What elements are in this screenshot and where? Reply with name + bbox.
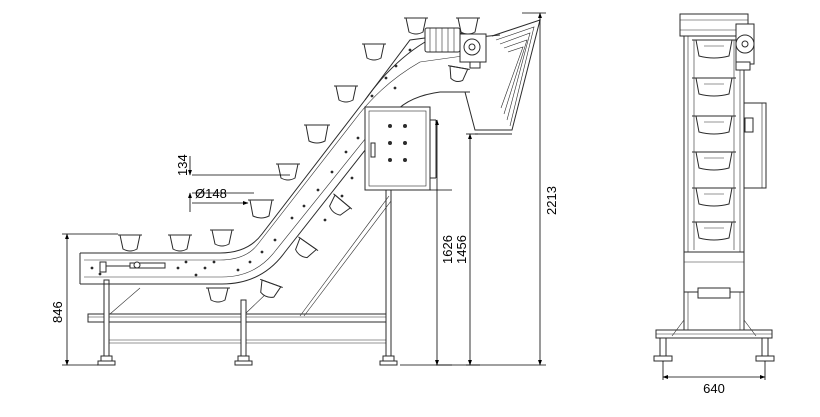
bolt-hole <box>370 94 374 98</box>
dimension-2213: 2213 <box>400 12 559 366</box>
base-frame <box>87 287 389 323</box>
bucket-cups <box>118 17 480 303</box>
bolt-hole <box>248 260 252 264</box>
front-cup <box>692 221 736 241</box>
bolt-hole <box>323 218 327 222</box>
bolt-hole <box>273 238 277 242</box>
bolt-holes <box>90 48 412 277</box>
discharge-chute <box>464 19 541 135</box>
label-2213: 2213 <box>544 186 559 215</box>
bucket-cup <box>295 236 319 259</box>
bolt-hole <box>212 260 216 264</box>
bolt-hole <box>236 268 240 272</box>
bolt-hole <box>340 194 344 198</box>
support-legs <box>97 189 398 366</box>
front-cup <box>692 115 736 135</box>
label-1456: 1456 <box>454 235 469 264</box>
label-1626: 1626 <box>440 235 455 264</box>
bolt-hole <box>344 150 348 154</box>
dimension-1456: 1456 <box>454 133 480 366</box>
front-cup <box>692 187 736 207</box>
front-cups <box>692 39 736 241</box>
bucket-cup <box>259 278 283 298</box>
bucket-cup <box>362 43 386 61</box>
bolt-hole <box>302 204 306 208</box>
label-846: 846 <box>50 301 65 323</box>
control-box <box>364 106 437 191</box>
bucket-cup <box>304 124 330 144</box>
front-view: 640 <box>653 13 775 396</box>
bolt-hole <box>90 266 94 270</box>
bolt-hole <box>176 266 180 270</box>
front-hopper <box>683 251 745 299</box>
front-cup <box>692 151 736 171</box>
bolt-hole <box>394 64 398 68</box>
dimension-diameter-148: Ø148 <box>192 186 249 205</box>
bucket-cup <box>329 193 353 216</box>
dimension-134: 134 <box>175 154 290 212</box>
bucket-cup <box>118 234 142 252</box>
dimension-640: 640 <box>662 361 766 396</box>
bucket-cup <box>447 65 470 82</box>
bolt-hole <box>356 136 360 140</box>
bolt-hole <box>203 266 207 270</box>
bucket-cup <box>404 17 428 35</box>
front-control-box <box>743 102 767 189</box>
drive-motor <box>424 27 487 69</box>
bolt-hole <box>194 273 198 277</box>
front-base <box>653 319 775 362</box>
bolt-hole <box>384 76 388 80</box>
front-cup <box>692 77 736 97</box>
label-134: 134 <box>175 154 190 176</box>
bolt-hole <box>408 48 412 52</box>
bolt-hole <box>350 176 354 180</box>
front-motor <box>735 23 755 71</box>
dimension-1626: 1626 <box>430 119 455 366</box>
bolt-hole <box>98 272 102 276</box>
bucket-cup <box>248 199 274 219</box>
bolt-hole <box>393 86 397 90</box>
bucket-cup <box>210 229 234 247</box>
bolt-hole <box>330 170 334 174</box>
label-640: 640 <box>703 381 725 396</box>
bolt-hole <box>260 250 264 254</box>
dimension-846: 846 <box>50 233 118 366</box>
infeed-lever <box>99 261 166 273</box>
bucket-cup <box>276 163 300 181</box>
side-view: 846 134 Ø148 1626 1456 <box>50 12 559 366</box>
bucket-cup <box>334 85 358 103</box>
bolt-hole <box>290 216 294 220</box>
bolt-hole <box>316 188 320 192</box>
bucket-cup <box>168 234 192 252</box>
bolt-hole <box>184 260 188 264</box>
front-cup <box>692 39 736 59</box>
label-diameter-148: Ø148 <box>195 186 227 201</box>
bucket-cup <box>206 287 230 303</box>
